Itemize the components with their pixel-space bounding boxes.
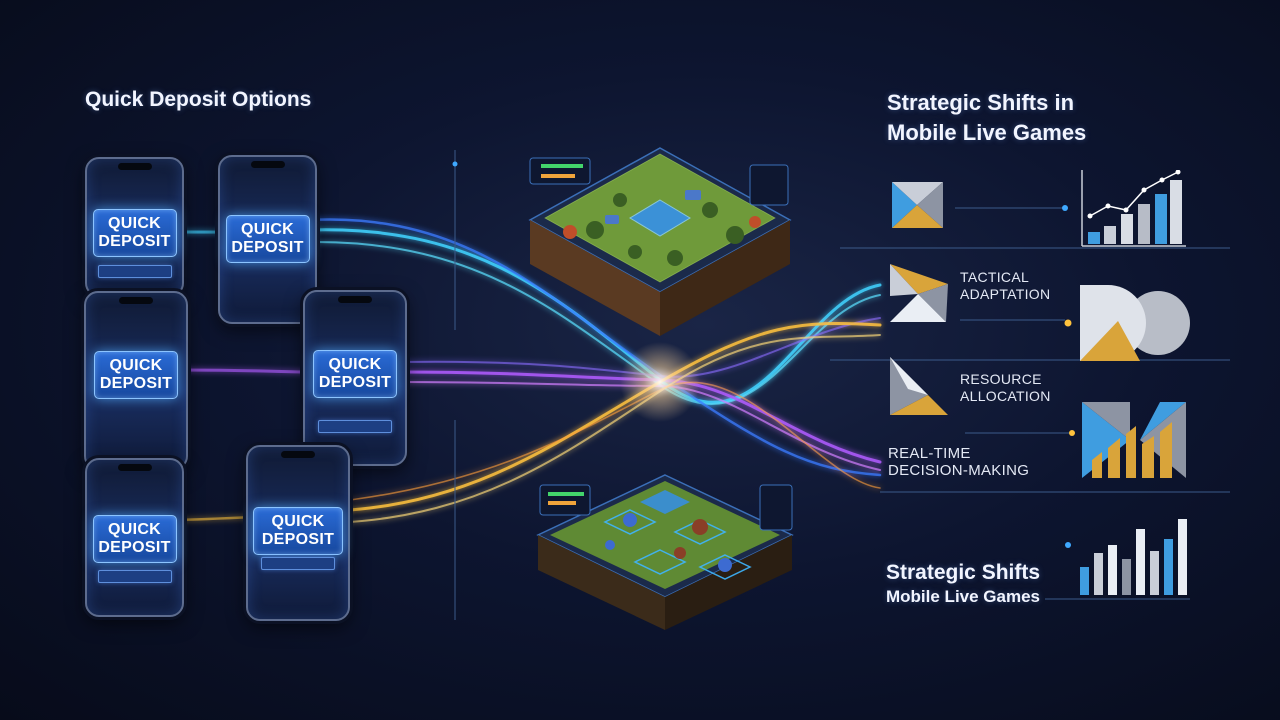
- tactical-adaptation-label: TACTICAL ADAPTATION: [960, 269, 1051, 302]
- confirm-button[interactable]: [97, 570, 172, 583]
- phone-notch: [338, 296, 372, 303]
- shapes-icon: [1080, 285, 1190, 361]
- quick-deposit-button[interactable]: QUICK DEPOSIT: [94, 351, 178, 399]
- growth-chart-icon: [1081, 170, 1186, 247]
- phone-1: QUICK DEPOSIT: [85, 157, 184, 297]
- game-board-top: [528, 147, 792, 336]
- mountain-chart-icon: [1082, 402, 1186, 478]
- phone-notch: [119, 297, 153, 304]
- phone-notch: [117, 464, 152, 471]
- quick-deposit-button[interactable]: QUICK DEPOSIT: [92, 209, 177, 257]
- bottom-strategic-shifts-title: Strategic Shifts: [886, 561, 1041, 584]
- phone-5: QUICK DEPOSIT: [85, 458, 184, 617]
- phone-notch: [117, 163, 152, 170]
- resource-allocation-icon: [890, 357, 948, 415]
- quick-deposit-button[interactable]: QUICK DEPOSIT: [225, 215, 310, 263]
- bar-chart-icon: [1080, 519, 1187, 595]
- quick-deposit-button[interactable]: QUICK DEPOSIT: [92, 515, 177, 563]
- resource-allocation-label: RESOURCE ALLOCATION: [960, 371, 1051, 404]
- quick-deposit-button[interactable]: QUICK DEPOSIT: [313, 350, 397, 398]
- game-board-bottom: [536, 474, 794, 630]
- real-time-decision-making-label: REAL-TIME DECISION-MAKING: [888, 445, 1030, 479]
- confirm-button[interactable]: [261, 557, 335, 570]
- phone-notch: [281, 451, 315, 458]
- phone-notch: [250, 161, 285, 168]
- phone-3: QUICK DEPOSIT: [84, 291, 188, 470]
- confirm-button[interactable]: [97, 265, 172, 278]
- phone-2: QUICK DEPOSIT: [218, 155, 317, 324]
- quick-deposit-options-title: Quick Deposit Options: [85, 88, 312, 111]
- quick-deposit-button[interactable]: QUICK DEPOSIT: [253, 507, 343, 555]
- confirm-button[interactable]: [318, 420, 392, 433]
- strategic-shifts-title: Strategic Shifts in Mobile Live Games: [887, 90, 1087, 145]
- bottom-mobile-live-games-title: Mobile Live Games: [886, 587, 1040, 606]
- phone-6: QUICK DEPOSIT: [246, 445, 350, 621]
- strategy-emblem-icon: [892, 182, 943, 228]
- tactical-adaptation-icon: [890, 264, 948, 322]
- phone-4: QUICK DEPOSIT: [303, 290, 407, 466]
